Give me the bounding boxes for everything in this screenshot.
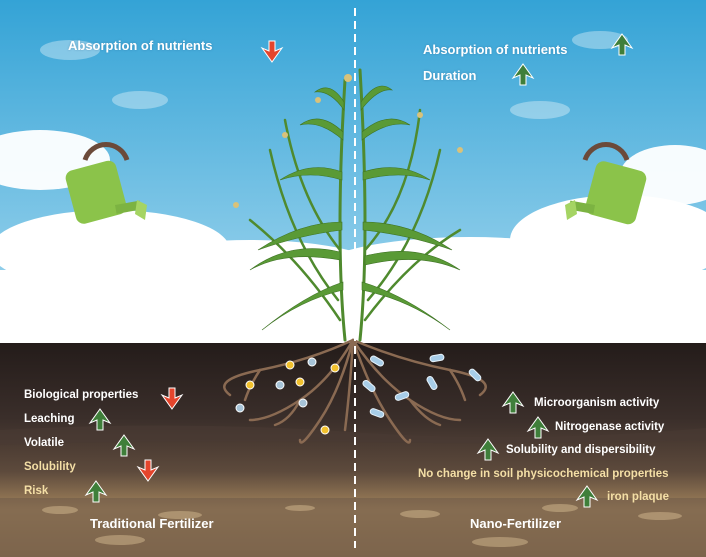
right-soil-label-nitrogenase: Nitrogenase activity bbox=[555, 421, 665, 433]
soil-pebbles bbox=[42, 504, 682, 547]
right-panel-title: Nano-Fertilizer bbox=[470, 516, 562, 531]
right-soil-label-solubility: Solubility and dispersibility bbox=[506, 444, 656, 456]
left-panel-title: Traditional Fertilizer bbox=[90, 516, 214, 531]
right-soil-label-physicochemical: No change in soil physicochemical proper… bbox=[418, 468, 669, 480]
left-soil-label-solubility: Solubility bbox=[24, 461, 76, 473]
left-soil-label-biological: Biological properties bbox=[24, 389, 139, 401]
fertilizer-granules bbox=[235, 357, 340, 435]
right-soil-label-iron-plaque: iron plaque bbox=[607, 491, 669, 503]
watering-can-right-icon bbox=[565, 142, 647, 225]
left-soil-label-leaching: Leaching bbox=[24, 413, 75, 425]
plant-tassels bbox=[233, 74, 463, 208]
right-soil-label-microorganism: Microorganism activity bbox=[534, 397, 660, 409]
watering-can-left-icon bbox=[65, 142, 147, 224]
roots bbox=[223, 338, 487, 444]
left-sky-label-absorption: Absorption of nutrients bbox=[68, 38, 213, 53]
nanoparticles bbox=[362, 353, 482, 418]
right-sky-label-duration: Duration bbox=[423, 68, 477, 83]
left-soil-label-risk: Risk bbox=[24, 485, 49, 497]
leaves bbox=[249, 85, 461, 331]
left-soil-label-volatile: Volatile bbox=[24, 437, 65, 449]
right-sky-label-absorption: Absorption of nutrients bbox=[423, 42, 568, 57]
